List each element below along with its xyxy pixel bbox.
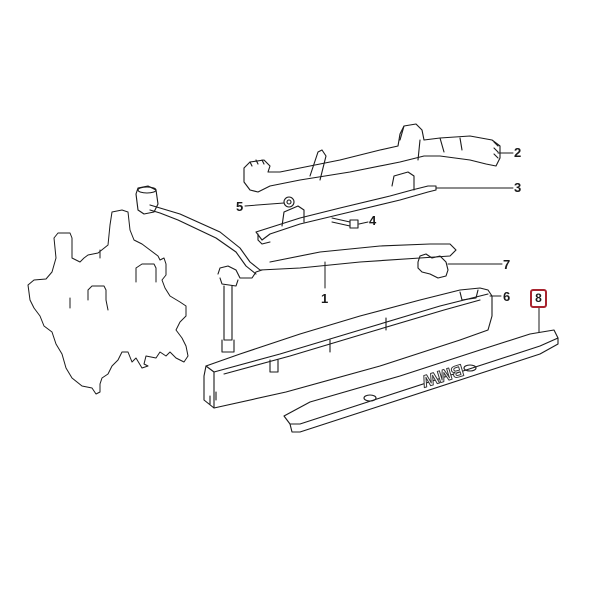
leader-line-5 [244, 202, 285, 207]
bmw-logo-emboss: BMW [418, 360, 466, 392]
engine-outline [27, 209, 189, 395]
callout-4[interactable]: 4 [369, 213, 377, 228]
ignition-lead-part [135, 185, 457, 353]
svg-text:BMW: BMW [419, 360, 466, 391]
leader-lines [244, 152, 540, 333]
nut-part [283, 196, 295, 208]
callout-1[interactable]: 1 [321, 291, 329, 306]
leader-line-4 [358, 221, 369, 225]
callout-3[interactable]: 3 [514, 180, 522, 195]
callout-7[interactable]: 7 [503, 257, 511, 272]
cable-trough-part [203, 287, 493, 409]
clip-part [417, 253, 449, 279]
callout-8-highlighted[interactable]: 8 [530, 289, 547, 308]
holder-rail-part [255, 171, 437, 245]
callout-6[interactable]: 6 [503, 289, 511, 304]
bolt-part [331, 217, 359, 229]
callout-5[interactable]: 5 [236, 199, 244, 214]
callout-2[interactable]: 2 [514, 145, 522, 160]
upper-cover-part [243, 123, 501, 193]
